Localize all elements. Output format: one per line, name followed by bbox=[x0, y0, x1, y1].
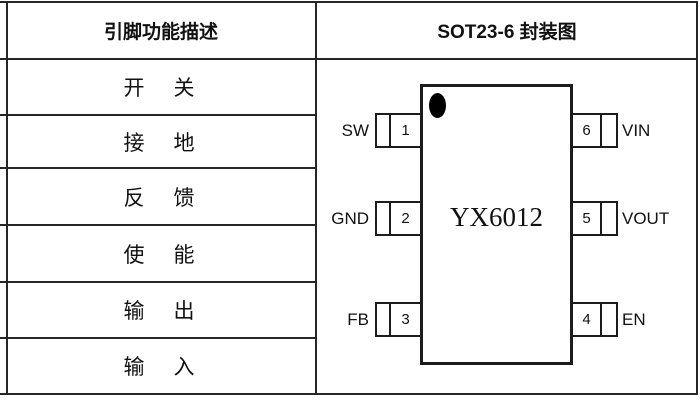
pin-6-number: 6 bbox=[582, 122, 591, 139]
pin-2-name: GND bbox=[331, 209, 369, 228]
pin-5-stub bbox=[600, 203, 616, 234]
pin-1-number: 1 bbox=[401, 122, 410, 139]
pin-5-pad: 5 bbox=[571, 201, 618, 236]
pin-function-row-6: 输 入 bbox=[123, 356, 199, 379]
pin-function-header: 引脚功能描述 bbox=[103, 21, 218, 43]
pin-3-stub bbox=[377, 304, 391, 335]
grid-line-row-4 bbox=[0, 281, 317, 283]
pin-function-row-3: 反 馈 bbox=[123, 186, 199, 210]
grid-line-top bbox=[0, 1, 698, 3]
pin-6-stub bbox=[600, 115, 616, 146]
pin-1-stub bbox=[377, 115, 391, 146]
grid-line-row-1 bbox=[0, 114, 317, 116]
pin1-indicator-dot bbox=[429, 93, 446, 118]
chip-body bbox=[420, 84, 573, 365]
grid-line-left-sliver bbox=[6, 1, 8, 395]
grid-line-right-border bbox=[696, 1, 698, 395]
pin-function-row-2: 接 地 bbox=[123, 131, 199, 155]
grid-line-row-3 bbox=[0, 224, 317, 226]
grid-line-bottom bbox=[0, 393, 698, 395]
pin-4-name: EN bbox=[622, 310, 646, 329]
pin-2-number: 2 bbox=[401, 210, 410, 227]
pin-function-row-4: 使 能 bbox=[123, 243, 199, 267]
grid-line-row-2 bbox=[0, 167, 317, 169]
grid-line-row-5 bbox=[0, 337, 317, 339]
pin-2-pad: 2 bbox=[375, 201, 422, 236]
pin-3-number: 3 bbox=[401, 311, 410, 328]
pin-function-row-1: 开 关 bbox=[123, 77, 199, 100]
pin-1-name: SW bbox=[341, 121, 369, 140]
pin-4-pad: 4 bbox=[571, 302, 618, 337]
pin-2-stub bbox=[377, 203, 391, 234]
pin-6-name: VIN bbox=[622, 121, 651, 140]
pin-3-name: FB bbox=[347, 310, 369, 329]
pin-5-number: 5 bbox=[582, 210, 591, 227]
pin-3-pad: 3 bbox=[375, 302, 422, 337]
pin-4-number: 4 bbox=[582, 311, 591, 328]
chip-part-number: YX6012 bbox=[450, 201, 543, 232]
pin-1-pad: 1 bbox=[375, 113, 422, 148]
grid-line-header-bottom bbox=[0, 58, 698, 60]
package-header: SOT23-6 封装图 bbox=[437, 21, 577, 43]
pin-6-pad: 6 bbox=[571, 113, 618, 148]
grid-line-column-divider bbox=[315, 1, 317, 395]
pin-5-name: VOUT bbox=[622, 209, 670, 228]
pin-4-stub bbox=[600, 304, 616, 335]
pin-function-row-5: 输 出 bbox=[123, 300, 199, 323]
